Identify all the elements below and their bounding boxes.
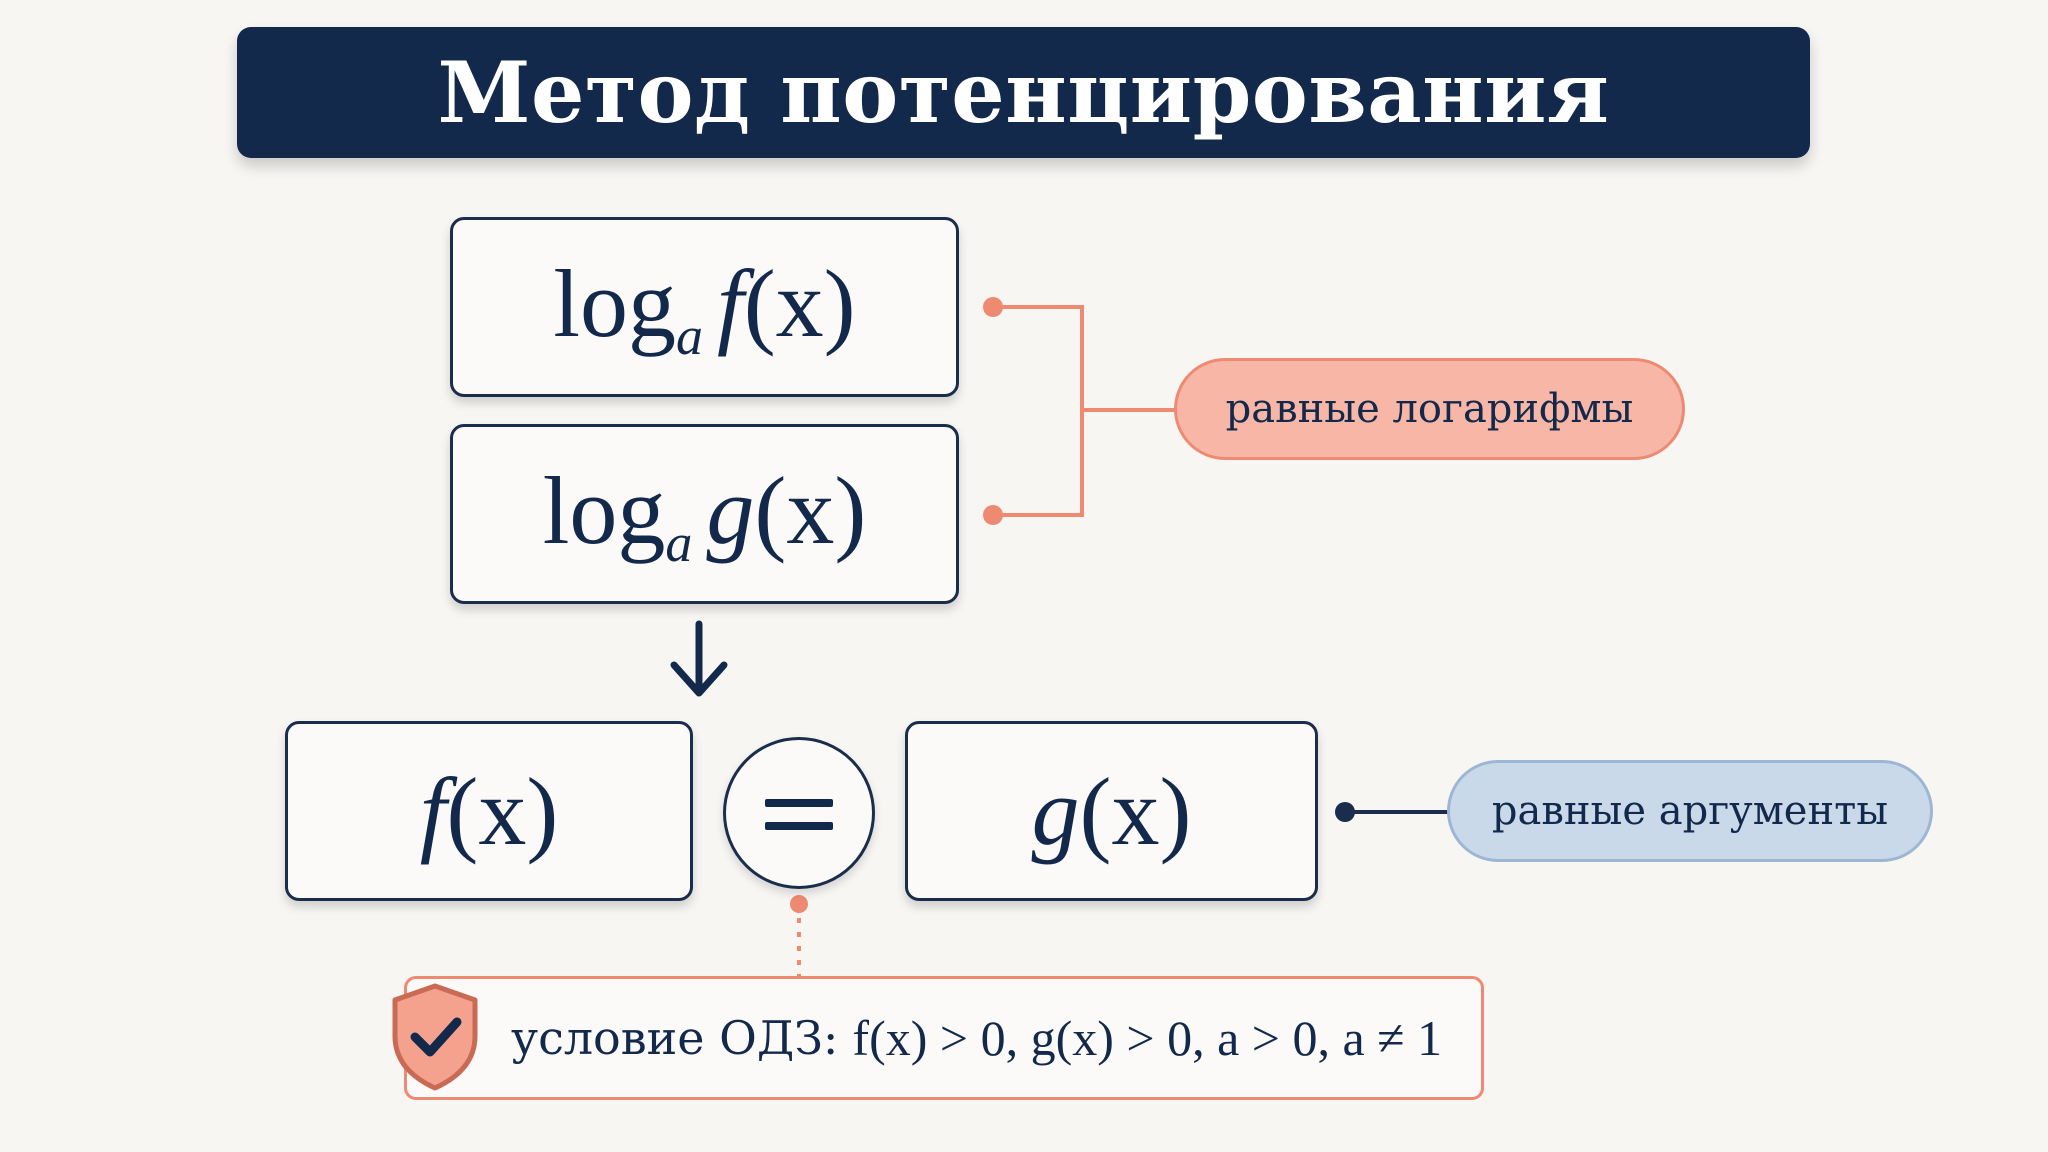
- equals-icon: [723, 737, 875, 889]
- equals-bar-top: [765, 799, 833, 807]
- odz-condition: f(x) > 0, g(x) > 0, a > 0, a ≠ 1: [852, 1010, 1443, 1066]
- arrow-down-icon: [670, 620, 728, 697]
- title-banner: Метод потенцирования: [237, 27, 1810, 158]
- odz-label: условие ОДЗ:: [511, 1011, 839, 1065]
- connector-dot-top: [983, 297, 1003, 317]
- g-box: g(x): [905, 721, 1318, 901]
- odz-connector-dot: [790, 895, 808, 913]
- page-title: Метод потенцирования: [437, 43, 1610, 142]
- equal-logs-label: равные логарифмы: [1174, 358, 1685, 460]
- connector-dot-bottom: [983, 505, 1003, 525]
- bracket-connector: [993, 305, 1084, 517]
- odz-condition-box: условие ОДЗ: f(x) > 0, g(x) > 0, a > 0, …: [404, 976, 1484, 1100]
- equals-bar-bottom: [765, 822, 833, 830]
- shield-check-icon: [392, 983, 478, 1091]
- f-box: f(x): [285, 721, 693, 901]
- equal-args-label: равные аргументы: [1447, 760, 1933, 862]
- f-expression: f(x): [419, 757, 559, 865]
- args-connector-dot: [1335, 802, 1355, 822]
- g-expression: g(x): [1031, 757, 1192, 865]
